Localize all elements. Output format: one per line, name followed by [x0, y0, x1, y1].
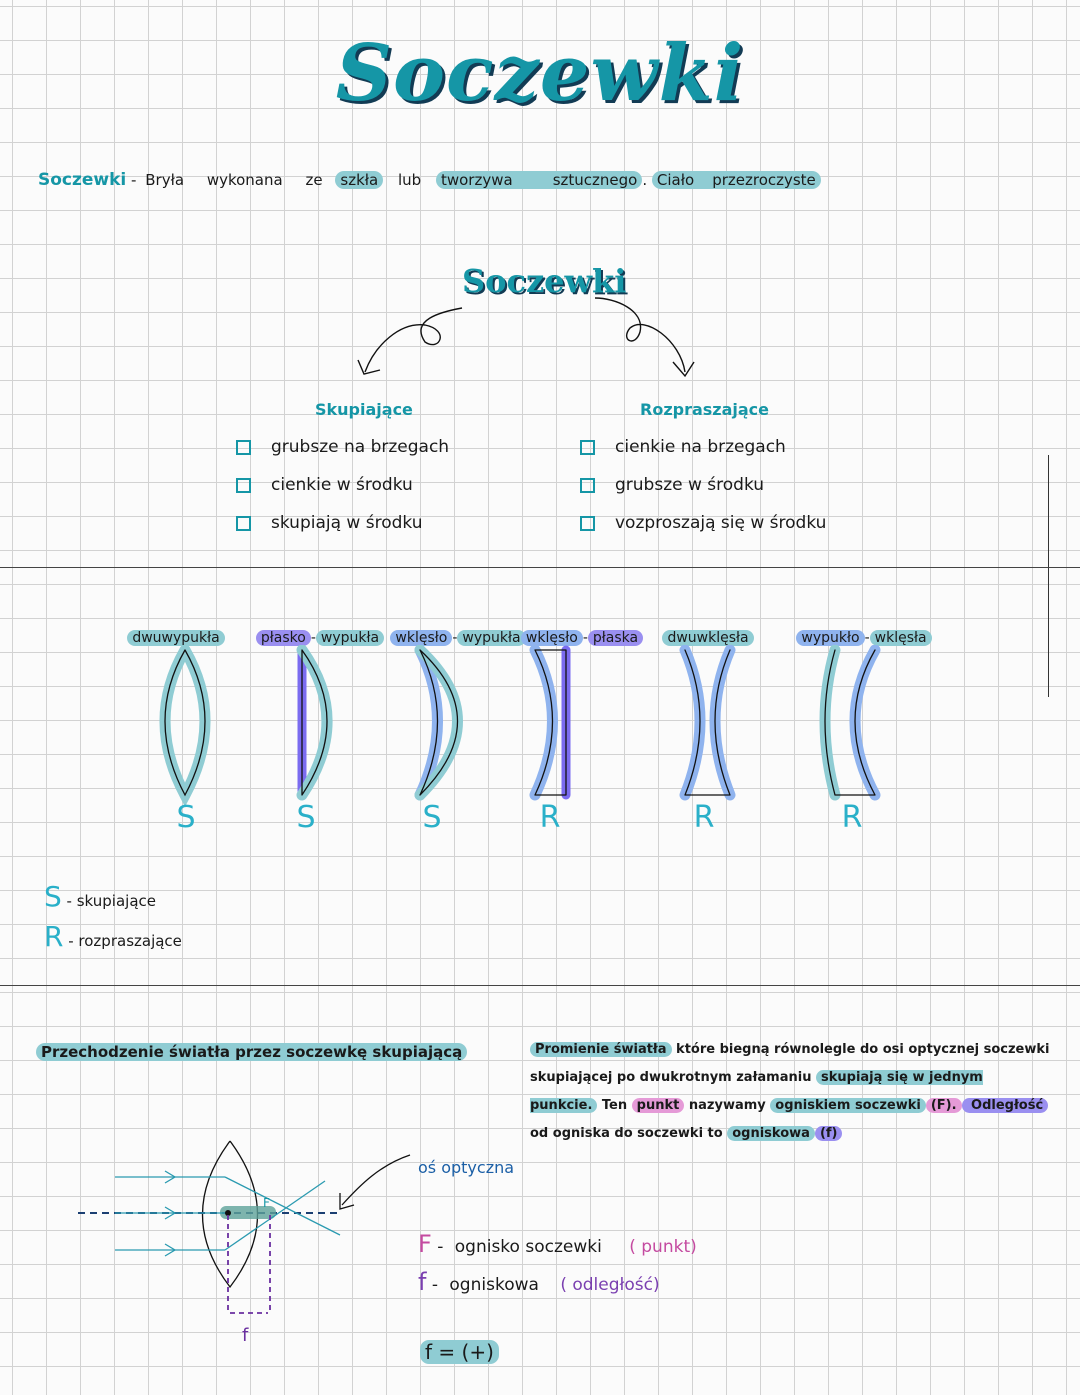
formula: f = (+): [420, 1340, 499, 1364]
converging-lens-diagram: F f: [78, 1140, 411, 1346]
lens-concavoconvex: [414, 645, 463, 801]
margin-line: [1048, 455, 1049, 697]
explanation-paragraph: Promienie światła które biegną równolegl…: [530, 1042, 1050, 1141]
list-item: grubsze na brzegach: [236, 428, 449, 466]
definition-line: Soczewki - Bryła wykonana ze szkła lub t…: [38, 170, 821, 190]
definition-word: Ciało: [656, 171, 695, 189]
list-item: grubsze w środku: [580, 466, 826, 504]
list-item-text: vozproszają się w środku: [615, 513, 827, 533]
list-item-text: skupiają w środku: [271, 513, 423, 533]
list-item-text: cienkie na brzegach: [615, 437, 786, 457]
left-property-list: grubsze na brzegach cienkie w środku sku…: [236, 428, 449, 542]
lens-label-concavoconvex: wklęsło-wypukła: [388, 630, 528, 646]
legend-item: S - skupiające: [44, 880, 156, 913]
symbol-row: f - ogniskowa ( odległość): [418, 1268, 660, 1296]
definition-word: wykonana: [206, 171, 283, 189]
definition-word: szkła: [335, 171, 384, 189]
symbol-row: F - ognisko soczewki ( punkt): [418, 1230, 697, 1258]
definition-word: przezroczyste: [712, 171, 816, 189]
lens-types-drawing: [159, 645, 881, 807]
left-column-heading: Skupiające: [315, 400, 413, 419]
lens-label-biconcave: dwuwklęsła: [638, 630, 778, 646]
definition-word: tworzywa: [440, 171, 513, 189]
list-item-text: grubsze na brzegach: [271, 437, 450, 457]
lens-outline: [201, 1140, 259, 1289]
checkbox-icon: [580, 439, 595, 455]
list-item: skupiają w środku: [236, 504, 449, 542]
lens-label-convexoconcave: wypukło-wklęsła: [794, 630, 934, 646]
focus-point: [225, 1210, 231, 1216]
lens-convexoconcave: [819, 645, 881, 801]
lens-letter: R: [693, 800, 715, 835]
checkbox-icon: [580, 477, 595, 493]
lens-letter: S: [176, 800, 196, 835]
diagram-center-heading: Soczewki: [462, 262, 627, 300]
pointer-arrow: [341, 1154, 411, 1206]
focal-length-marker: [227, 1215, 271, 1314]
section-title: Przechodzenie światła przez soczewkę sku…: [36, 1043, 468, 1061]
right-arrow: [594, 297, 686, 373]
lens-biconcave: [679, 645, 736, 801]
right-arrowhead: [672, 361, 695, 378]
lens-planoconvex: [296, 645, 333, 801]
lens-letter: R: [539, 800, 561, 835]
definition-term: Soczewki: [38, 170, 127, 190]
focus-label: F: [263, 1196, 270, 1210]
lens-letter: R: [841, 800, 863, 835]
separator: [0, 985, 1080, 986]
list-item-text: grubsze w środku: [615, 475, 765, 495]
definition-word: lub: [398, 171, 422, 189]
lens-planoconcave: [529, 645, 571, 801]
left-arrowhead: [357, 359, 381, 375]
list-item: vozproszają się w środku: [580, 504, 826, 542]
checkbox-icon: [580, 515, 595, 531]
right-property-list: cienkie na brzegach grubsze w środku voz…: [580, 428, 826, 542]
checkbox-icon: [236, 515, 251, 531]
list-item: cienkie na brzegach: [580, 428, 826, 466]
focal-highlight: [220, 1206, 276, 1219]
lens-letter: S: [422, 800, 442, 835]
axis-label: oś optyczna: [418, 1158, 515, 1177]
definition-word: .: [642, 171, 648, 189]
legend-item: R - rozpraszające: [44, 920, 182, 953]
definition-word: sztucznego: [552, 171, 638, 189]
list-item: cienkie w środku: [236, 466, 449, 504]
left-arrow: [364, 307, 463, 373]
separator: [0, 567, 1080, 568]
checkbox-icon: [236, 477, 251, 493]
focal-length-label: f: [242, 1325, 249, 1346]
checkbox-icon: [236, 439, 251, 455]
lens-label-planoconcave: wklęsło-płaska: [512, 630, 652, 646]
definition-dash: -: [131, 171, 137, 189]
list-item-text: cienkie w środku: [271, 475, 413, 495]
lens-letter: S: [296, 800, 316, 835]
pointer-arrowhead: [339, 1193, 355, 1210]
lens-label-biconvex: dwuwypukła: [106, 630, 246, 646]
definition-word: ze: [305, 171, 323, 189]
light-rays: [115, 1170, 341, 1257]
lens-biconvex: [159, 645, 211, 807]
branch-arrows: [357, 297, 695, 378]
right-column-heading: Rozpraszające: [640, 400, 770, 419]
definition-word: Bryła: [145, 171, 185, 189]
page-title: Soczewki: [335, 28, 745, 119]
lens-label-planoconvex: płasko-wypukła: [250, 630, 390, 646]
